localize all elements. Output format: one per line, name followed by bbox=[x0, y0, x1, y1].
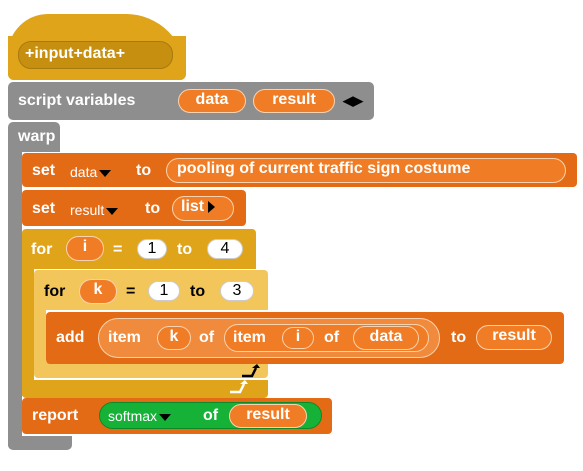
to-label-1: to bbox=[136, 162, 152, 179]
for-outer-bottom bbox=[22, 380, 268, 398]
of-label-2: of bbox=[324, 329, 340, 346]
to-label-inner: to bbox=[190, 283, 206, 300]
of-label-1: of bbox=[199, 329, 215, 346]
for-label-inner: for bbox=[44, 283, 66, 300]
for-from-1-inner[interactable]: 1 bbox=[148, 281, 180, 301]
set-label-1: set bbox=[32, 162, 56, 179]
list-reporter[interactable]: list bbox=[172, 196, 234, 221]
of-label-report: of bbox=[203, 407, 219, 424]
hat-label-data: data bbox=[82, 45, 116, 62]
pooling-reporter[interactable]: pooling of current traffic sign costume bbox=[166, 158, 566, 183]
dropdown-arrow-icon bbox=[159, 413, 172, 421]
plus-2: + bbox=[73, 45, 83, 62]
right-arrow-icon[interactable] bbox=[208, 200, 216, 213]
to-label-2: to bbox=[145, 200, 161, 217]
for-inner-left bbox=[34, 308, 46, 374]
for-outer-left bbox=[22, 268, 34, 396]
report-label: report bbox=[32, 407, 79, 424]
var-data-pill[interactable]: data bbox=[178, 89, 246, 113]
for-to-4[interactable]: 4 bbox=[207, 239, 243, 259]
for-var-k[interactable]: k bbox=[79, 279, 117, 304]
warp-block-bottom bbox=[8, 436, 72, 450]
loop-arrow-icon bbox=[230, 380, 248, 394]
var-dropdown-result[interactable]: result bbox=[70, 202, 119, 218]
item-i-index[interactable]: i bbox=[282, 327, 314, 349]
warp-block[interactable] bbox=[8, 122, 60, 152]
var-result-pill[interactable]: result bbox=[253, 89, 335, 113]
to-label-outer: to bbox=[177, 241, 193, 258]
add-label: add bbox=[56, 329, 85, 346]
set-label-2: set bbox=[32, 200, 56, 217]
dropdown-arrow-icon bbox=[106, 207, 119, 215]
var-dropdown-data[interactable]: data bbox=[70, 164, 112, 180]
hat-input-pill[interactable]: +input+data+ bbox=[18, 41, 173, 69]
plus-1: + bbox=[25, 45, 35, 62]
for-var-i[interactable]: i bbox=[66, 236, 104, 261]
to-label-add: to bbox=[451, 329, 467, 346]
for-inner-bottom bbox=[34, 362, 268, 378]
dropdown-arrow-icon bbox=[99, 169, 112, 177]
warp-label: warp bbox=[18, 128, 56, 145]
script-variables-label: script variables bbox=[18, 92, 136, 109]
loop-arrow-icon bbox=[242, 364, 260, 378]
plus-3: + bbox=[115, 45, 126, 62]
softmax-dropdown[interactable]: softmax bbox=[108, 408, 172, 424]
item-k-index[interactable]: k bbox=[157, 326, 191, 350]
arrows-icon[interactable]: ◀▶ bbox=[343, 93, 363, 108]
for-from-1[interactable]: 1 bbox=[137, 239, 167, 259]
for-to-3[interactable]: 3 bbox=[220, 281, 254, 301]
result-var-pill-report[interactable]: result bbox=[229, 404, 307, 428]
data-var-pill[interactable]: data bbox=[353, 326, 419, 350]
item-label-2: item bbox=[233, 329, 266, 346]
result-var-pill-add[interactable]: result bbox=[476, 325, 552, 350]
item-label-1: item bbox=[108, 329, 141, 346]
eq-label-inner: = bbox=[126, 283, 136, 300]
hat-label-input: input bbox=[34, 45, 74, 62]
eq-label-outer: = bbox=[113, 241, 123, 258]
for-label-outer: for bbox=[31, 241, 53, 258]
warp-block-left bbox=[8, 150, 22, 446]
